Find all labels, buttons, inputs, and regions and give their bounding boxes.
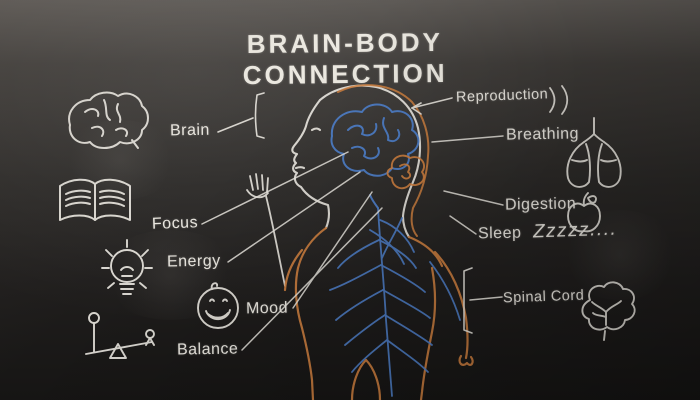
figure-head-outline-orange — [337, 84, 430, 237]
brain-icon — [68, 91, 149, 149]
label-energy: Energy — [166, 252, 221, 271]
brain-cross-section-icon — [581, 281, 636, 341]
spinal-cord-bracket — [463, 267, 503, 334]
brain-drawing — [330, 103, 420, 209]
connector-lines — [201, 135, 504, 351]
label-mood: Mood — [245, 299, 289, 318]
label-digestion: Digestion — [504, 195, 577, 214]
page-title: BRAIN-BODY CONNECTION — [242, 26, 448, 91]
lungs-icon — [566, 117, 622, 188]
label-spinal-cord: Spinal Cord — [502, 287, 585, 307]
label-brain: Brain — [169, 121, 210, 140]
sleep-annotation: Zzzzz.... — [532, 218, 618, 243]
label-reproduction: Reproduction — [455, 86, 549, 106]
book-icon — [59, 178, 131, 221]
nervous-system-drawing — [329, 207, 461, 397]
brain-bracket — [217, 92, 265, 139]
figure-head-outline — [291, 84, 422, 239]
smiley-icon — [197, 282, 239, 329]
label-focus: Focus — [151, 214, 199, 233]
raised-hand-drawing — [246, 173, 286, 287]
label-balance: Balance — [176, 340, 239, 359]
label-breathing: Breathing — [505, 125, 580, 144]
label-sleep: Sleep — [477, 224, 522, 243]
parentheses-marks — [549, 85, 569, 115]
lightbulb-icon — [101, 239, 153, 295]
reproduction-arrow — [411, 97, 453, 115]
seesaw-icon — [85, 312, 155, 359]
figure-body-outline — [283, 226, 474, 400]
apple-icon — [567, 192, 601, 233]
cerebellum-drawing — [386, 154, 426, 190]
